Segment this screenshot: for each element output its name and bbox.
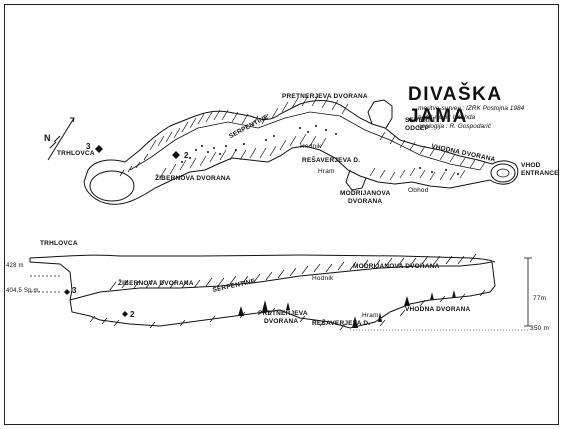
section-label-zibernova: ŽIBERNOVA DVORANA [118, 280, 194, 287]
severni-odcep-branch [367, 99, 393, 129]
credit-survey: meritve-survey : IZRK Postojna 1984 [418, 105, 525, 112]
plan-label-zibernova: ŽIBERNOVA DVORANA [155, 175, 231, 182]
plan-label-hodnik: Hodnik [300, 143, 322, 150]
plan-stipple [181, 125, 459, 175]
section-hatching [89, 253, 486, 331]
plan-label-entrance: ENTRANCE [521, 170, 559, 177]
section-label-hodnik: Hodnik [312, 275, 334, 282]
section-label-resaverjeva: REŠAVERJEVA D. [312, 320, 371, 327]
north-arrow [47, 117, 75, 161]
trhlovca-doline [89, 170, 135, 202]
plan-label-obhod: Obhod [408, 187, 429, 194]
plan-label-modrijanova: MODRIJANOVA [340, 190, 391, 197]
section-label-point-2: 2 [130, 310, 135, 319]
plan-label-trhlovca: TRHLOVCA [57, 150, 95, 157]
section-label-pretnerjeva-2: DVORANA [264, 318, 299, 325]
section-label-vhodna: VHODNA DVORANA [405, 306, 471, 313]
point-marker-2 [172, 151, 180, 159]
section-floor [69, 261, 496, 329]
section-label-elev-428: 428 m [6, 263, 24, 269]
plan-label-point-2: 2 [184, 151, 189, 160]
point-marker-3 [95, 145, 103, 153]
section-markers [64, 289, 128, 317]
plan-markers [95, 145, 180, 159]
section-label-modrijanova: MODRIJANOVA DVORANA [353, 263, 440, 270]
north-label: N [44, 133, 51, 143]
plan-label-modrijanova-2: DVORANA [348, 198, 383, 205]
section-depth-scale-label: 77m [533, 295, 547, 302]
entrance-ring [490, 163, 516, 183]
plan-view [83, 99, 519, 205]
stalagmites [238, 290, 456, 328]
plan-cave-outline [83, 100, 519, 205]
section-label-point-3: 3 [72, 286, 77, 295]
section-label-trhlovca: TRHLOVCA [40, 240, 78, 247]
credit-geology: geologija : R. Gospodarič [418, 123, 491, 130]
section-label-hram: Hram [362, 312, 379, 319]
plan-label-severni: SEVERNI [405, 117, 435, 124]
section-label-pretnerjeva: PRETNERJEVA [258, 310, 308, 317]
section-ceiling [69, 261, 493, 301]
map-title: DIVAŠKA JAMA [408, 84, 502, 127]
section-view [29, 254, 532, 331]
plan-label-pretnerjeva: PRETNERJEVA DVORANA [282, 93, 368, 100]
plan-label-hram: Hram [318, 168, 335, 175]
section-length-scale-label: 350 m [530, 325, 550, 332]
plan-hatching [119, 95, 486, 181]
plan-label-resaverjeva: REŠAVERJEVA D. [302, 157, 361, 164]
map-frame [4, 4, 559, 425]
surface-line [29, 254, 496, 263]
credit-map: načrt-map : I.Kenda [418, 114, 476, 121]
plan-label-odcep: ODCEP [405, 125, 430, 132]
plan-label-vhod: VHOD [521, 162, 541, 169]
plan-label-point-3: 3 [86, 142, 91, 151]
section-label-elev-404: 404,5 Sp.m. [6, 288, 41, 294]
